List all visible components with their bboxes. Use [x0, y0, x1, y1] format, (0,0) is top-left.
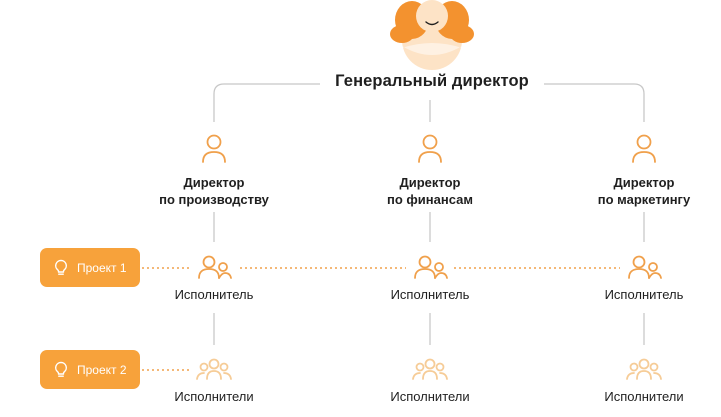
- director-area: по производству: [159, 192, 269, 207]
- executors-label: Исполнители: [174, 389, 254, 404]
- director-title: Директор: [183, 175, 245, 190]
- two-people-icon-3: [628, 255, 662, 279]
- director-area: по финансам: [387, 192, 473, 207]
- executor-label: Исполнитель: [604, 287, 684, 302]
- director-title: Директор: [613, 175, 675, 190]
- director-title: Директор: [399, 175, 461, 190]
- ceo-avatar-icon: [390, 0, 474, 70]
- group-icon-3: [626, 358, 662, 380]
- executor-label: Исполнитель: [174, 287, 254, 302]
- ceo-connector-right: [544, 83, 645, 122]
- ceo-title: Генеральный директор: [320, 72, 544, 91]
- director-area: по маркетингу: [597, 192, 691, 207]
- executor-label: Исполнитель: [390, 287, 470, 302]
- director-production: Директор по производству: [134, 174, 294, 208]
- person-icon-production: [202, 134, 226, 163]
- two-people-icon-1: [198, 255, 232, 279]
- person-icon-marketing: [632, 134, 656, 163]
- director-marketing: Директор по маркетингу: [564, 174, 721, 208]
- director-finance: Директор по финансам: [350, 174, 510, 208]
- ceo-connector-left: [213, 83, 320, 122]
- executors-label: Исполнители: [390, 389, 470, 404]
- group-icon-1: [196, 358, 232, 380]
- person-icon-finance: [418, 134, 442, 163]
- project-label: Проект 1: [77, 260, 127, 275]
- project-badge-1[interactable]: Проект 1: [40, 248, 140, 287]
- two-people-icon-2: [414, 255, 448, 279]
- project-label: Проект 2: [77, 362, 127, 377]
- group-icon-2: [412, 358, 448, 380]
- lightbulb-icon: [55, 259, 67, 275]
- project-badge-2[interactable]: Проект 2: [40, 350, 140, 389]
- lightbulb-icon: [55, 361, 67, 377]
- executors-label: Исполнители: [604, 389, 684, 404]
